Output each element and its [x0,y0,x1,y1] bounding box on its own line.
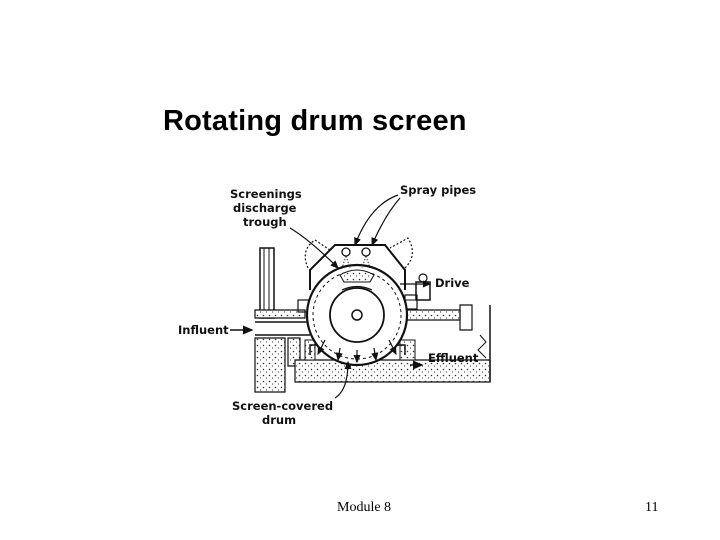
drum-label-line2: drum [262,413,296,427]
drive-label: Drive [435,276,470,290]
rotating-drum-screen-diagram: Screenings discharge trough Spray pipes … [160,170,510,440]
screenings-label-line3: trough [243,215,287,229]
influent-label: Influent [178,323,229,337]
flow-arrows [317,339,397,364]
drum-label-line1: Screen-covered [232,399,333,413]
leader-lines [230,194,487,399]
left-wall [259,247,275,319]
screen-covered-drum [305,263,409,367]
screenings-label-line1: Screenings [230,187,302,201]
effluent-label: Effluent [428,351,479,365]
spray-pipes-label: Spray pipes [400,183,476,197]
spray-hood-flaps [304,237,413,269]
screenings-label-line2: discharge [233,201,297,215]
influent-pipe [255,321,310,336]
spray-nozzles [341,247,371,269]
slide-title: Rotating drum screen [163,105,467,137]
page-number: 11 [645,500,659,515]
footer-module: Module 8 [337,500,392,515]
